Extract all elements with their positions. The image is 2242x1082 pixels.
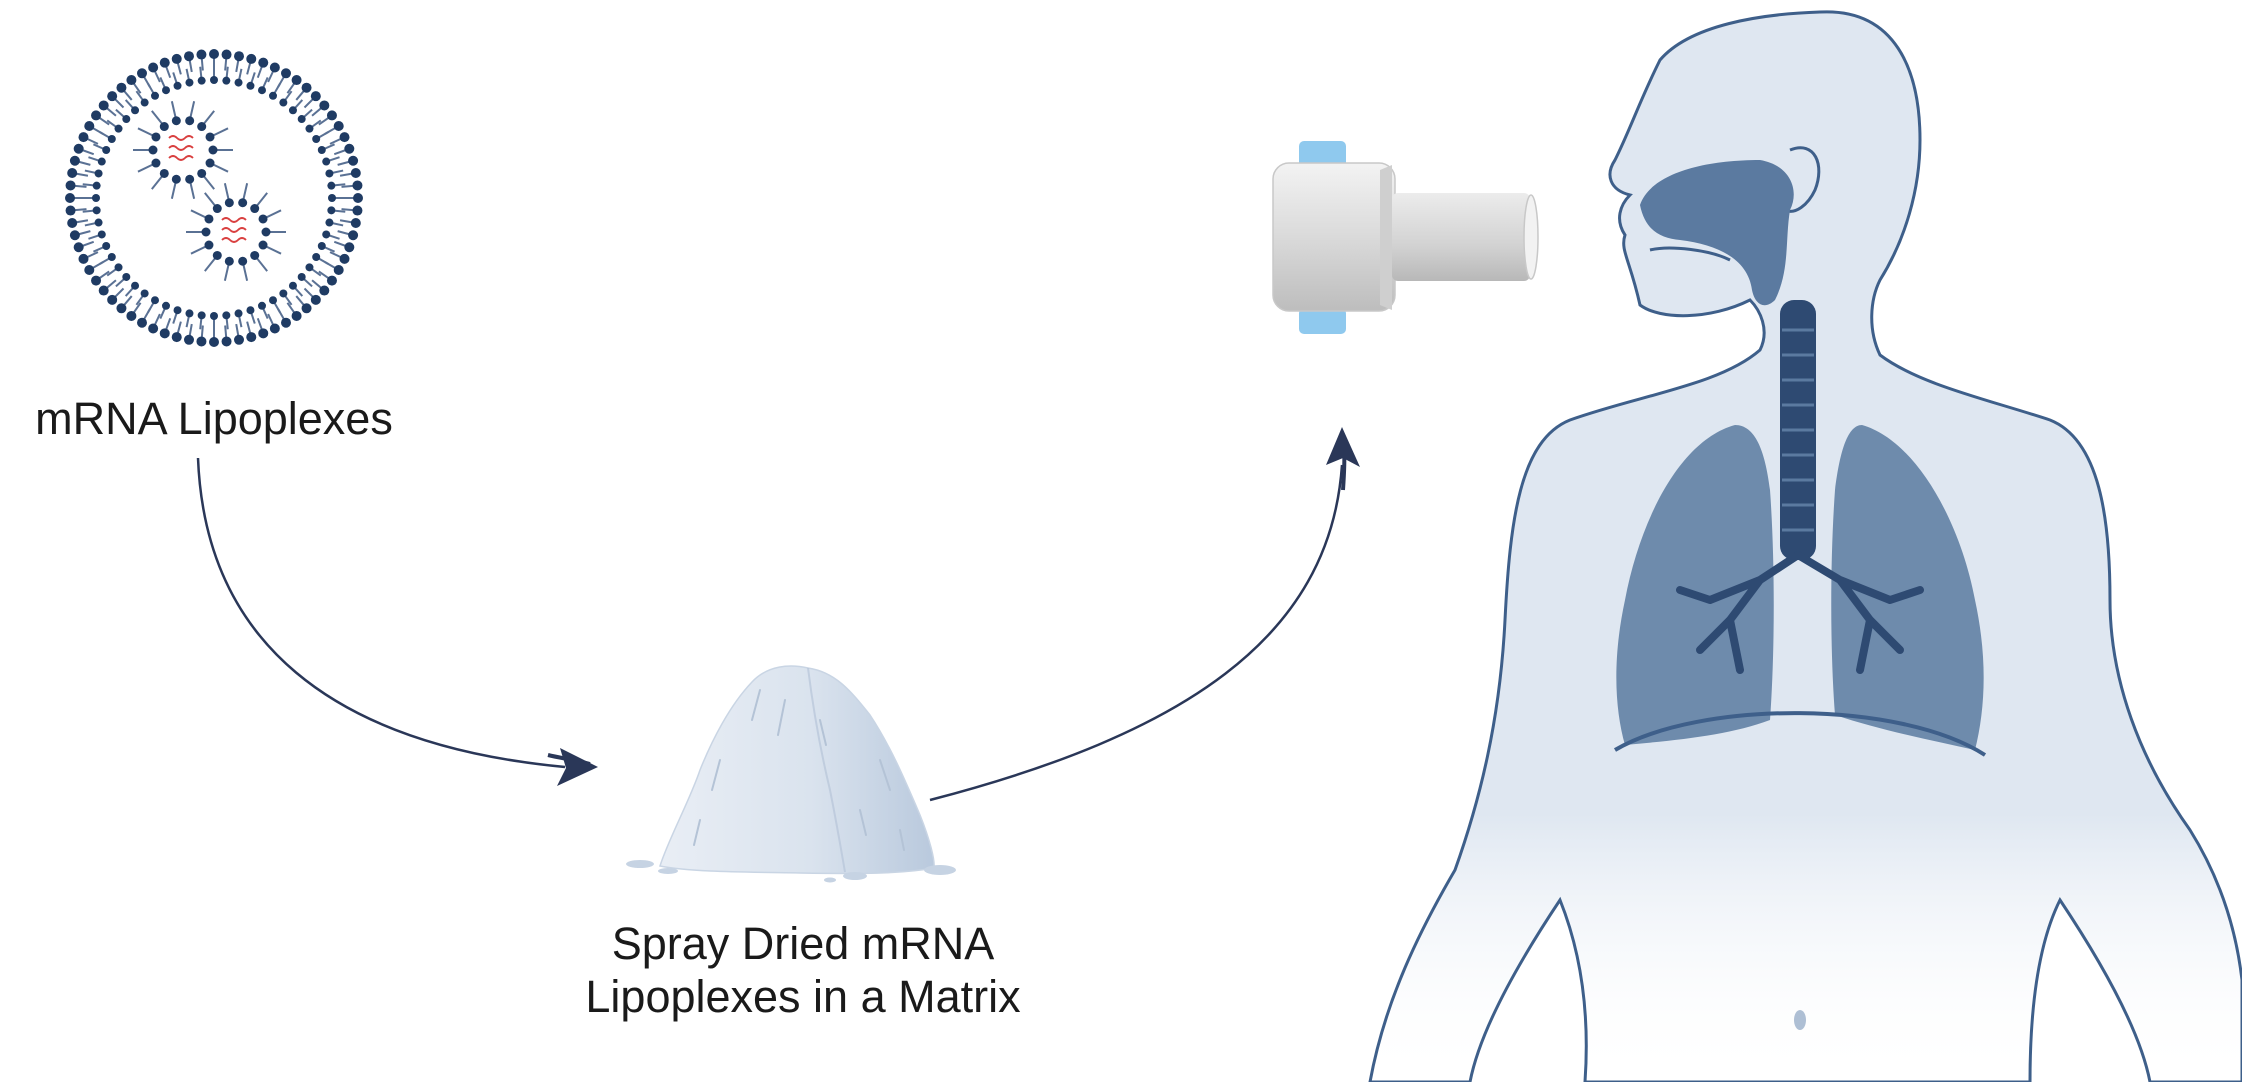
- powder-pile-icon: [626, 666, 956, 882]
- lipoplexes-label: mRNA Lipoplexes: [35, 393, 393, 444]
- lipoplex-vesicle-icon: [65, 49, 363, 347]
- powder-label-line2: Lipoplexes in a Matrix: [585, 971, 1021, 1022]
- human-respiratory-system-icon: [1370, 12, 2242, 1082]
- arrow-lipoplex-to-powder: [198, 458, 598, 786]
- arrow-powder-to-inhaler: [930, 427, 1360, 800]
- powder-label-line1: Spray Dried mRNA: [612, 918, 995, 969]
- dry-powder-inhaler-icon: [1273, 141, 1538, 334]
